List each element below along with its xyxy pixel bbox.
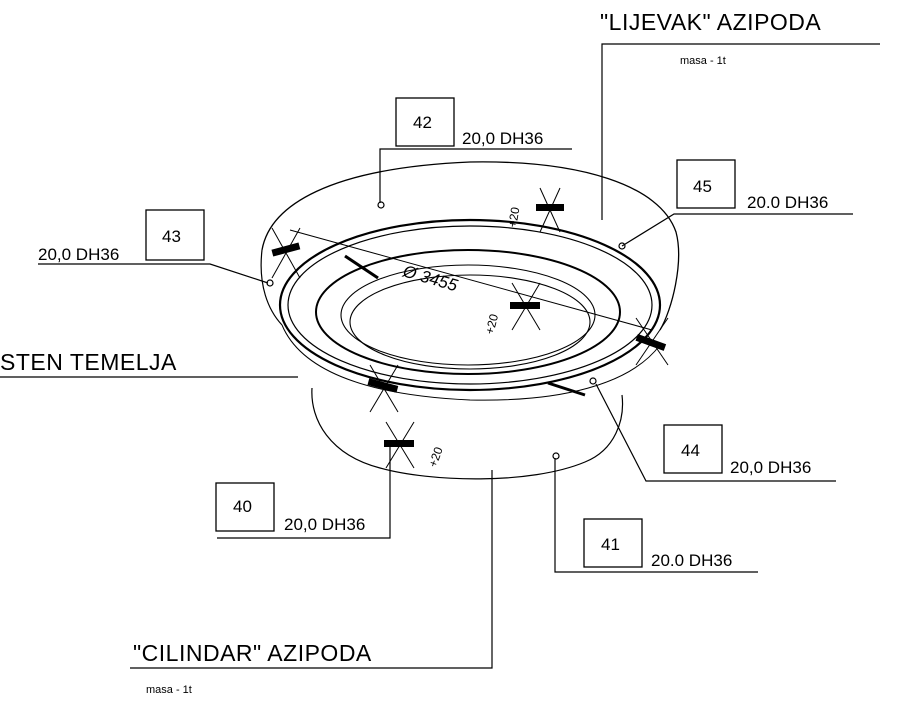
tolerance-label-bottom: +20 <box>426 445 446 469</box>
funnel-geometry <box>260 161 680 392</box>
callout-box-44 <box>663 424 723 474</box>
callout-spec-42: 20,0 DH36 <box>462 129 543 148</box>
tolerance-label-top: +20 <box>505 206 522 229</box>
callout-spec-41: 20.0 DH36 <box>651 551 732 570</box>
funnel-title: "LIJEVAK" AZIPODA <box>600 9 821 35</box>
marker-dots <box>266 201 626 460</box>
callout-box-40 <box>215 482 275 532</box>
callout-spec-43: 20,0 DH36 <box>38 245 119 264</box>
cylinder-title: "CILINDAR" AZIPODA <box>133 640 372 666</box>
callout-spec-44: 20,0 DH36 <box>730 458 811 477</box>
callout-boxes <box>145 97 736 568</box>
diameter-label: Ø 3455 <box>400 261 460 295</box>
callout-number-42: 42 <box>413 113 432 132</box>
callout-number-43: 43 <box>162 227 181 246</box>
callout-number-41: 41 <box>601 535 620 554</box>
tolerance-label-inner: +20 <box>482 312 501 336</box>
leader-lines <box>0 43 880 669</box>
callout-box-41 <box>583 518 643 568</box>
callout-spec-45: 20.0 DH36 <box>747 193 828 212</box>
cylinder-geometry <box>281 324 661 480</box>
callout-spec-40: 20,0 DH36 <box>284 515 365 534</box>
cylinder-mass: masa - 1t <box>146 684 192 696</box>
funnel-mass: masa - 1t <box>680 55 726 67</box>
callout-box-42 <box>395 97 455 147</box>
callout-box-45 <box>676 159 736 209</box>
callout-box-43 <box>145 209 205 261</box>
callout-number-44: 44 <box>681 441 700 460</box>
callout-number-40: 40 <box>233 497 252 516</box>
weld-marks <box>271 187 669 469</box>
callout-number-45: 45 <box>693 177 712 196</box>
foundation-wall-label: STEN TEMELJA <box>0 349 177 375</box>
